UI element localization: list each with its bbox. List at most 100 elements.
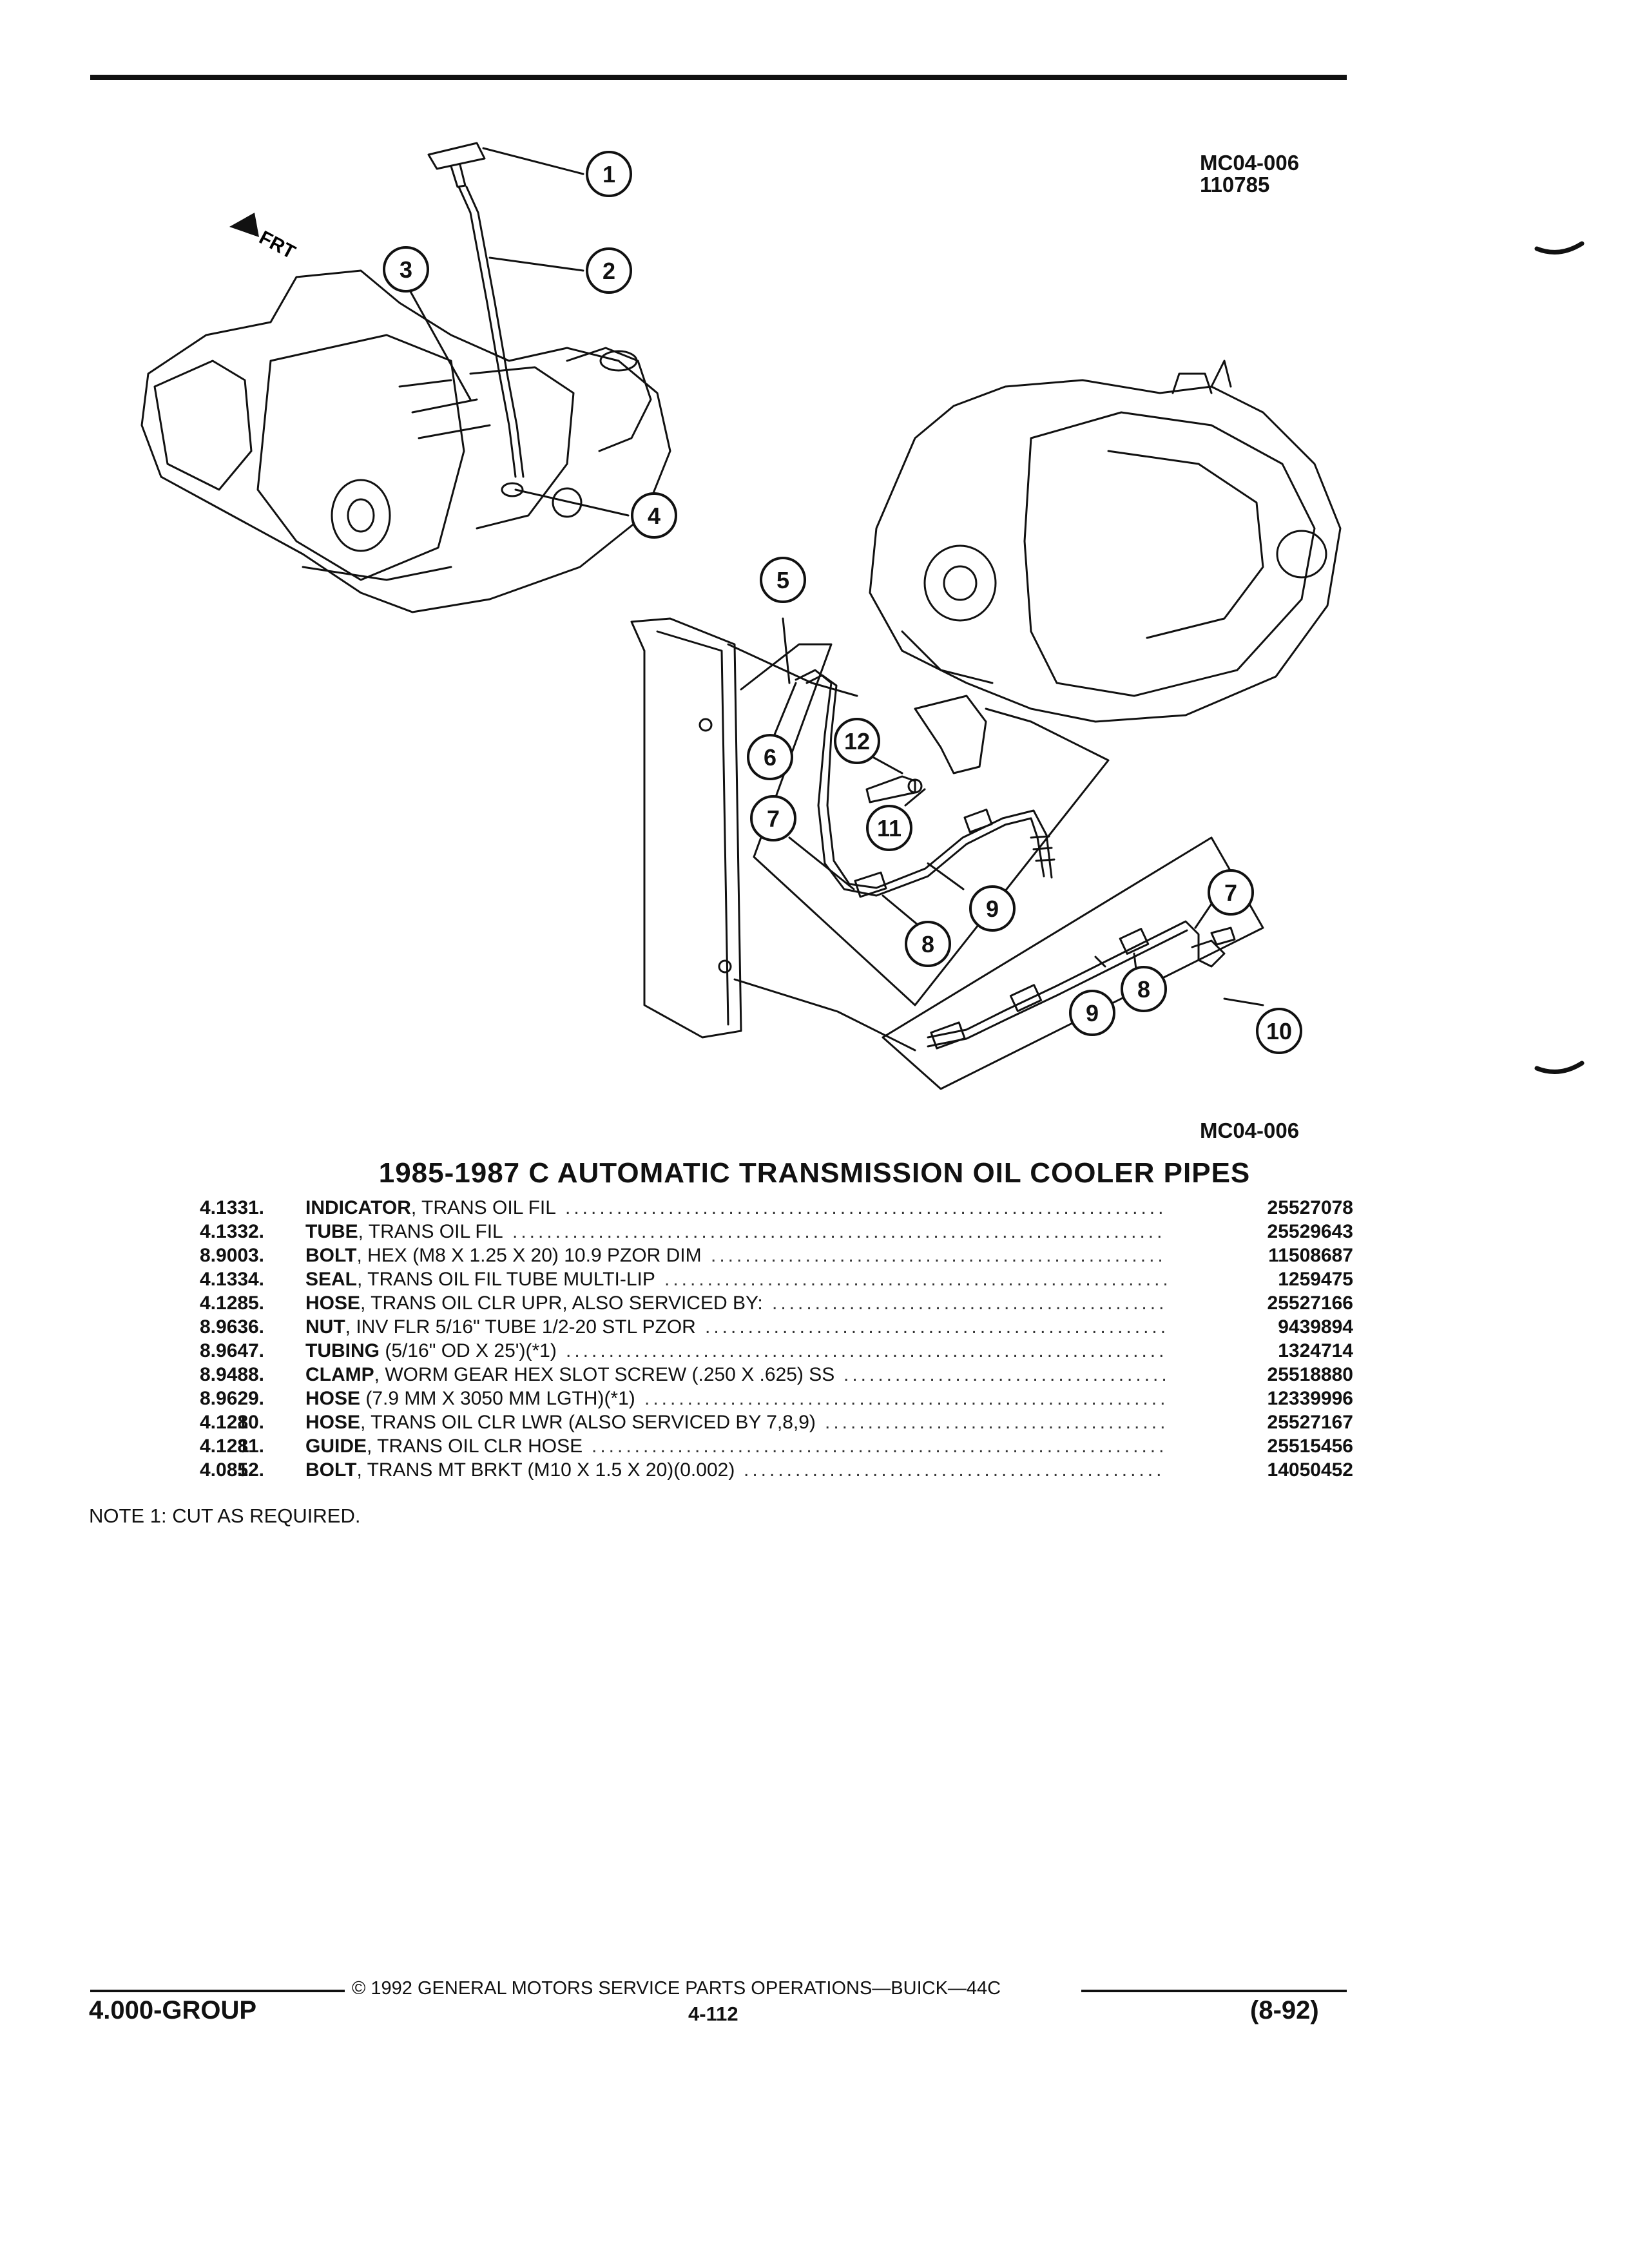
lower-cooler-hose-group (882, 836, 1264, 1090)
group-number: 4.128 (200, 1436, 249, 1457)
part-number: 25515456 (1267, 1436, 1353, 1457)
part-description: CLAMP, WORM GEAR HEX SLOT SCREW (.250 X … (305, 1363, 834, 1387)
part-name: BOLT (305, 1245, 357, 1266)
footer-rule-right (1081, 1990, 1347, 1992)
callout-9-lower: 9 (1069, 990, 1115, 1036)
figure-id-block: MC04-006 110785 (1200, 152, 1299, 196)
figure-id-bottom: MC04-006 (1200, 1119, 1300, 1142)
part-number: 1324714 (1278, 1340, 1353, 1361)
part-description: TUBING (5/16" OD X 25')(*1) (305, 1339, 557, 1363)
part-name: INDICATOR (305, 1197, 411, 1218)
part-detail: , TRANS MT BRKT (M10 X 1.5 X 20)(0.002) (356, 1459, 735, 1481)
upper-cooler-hose-group (740, 643, 1110, 1006)
svg-text:8: 8 (1137, 976, 1150, 1003)
svg-text:3: 3 (400, 256, 412, 283)
group-number: 8.900 (200, 1245, 249, 1266)
part-description: INDICATOR, TRANS OIL FIL (305, 1196, 556, 1220)
part-description: BOLT, HEX (M8 X 1.25 X 20) 10.9 PZOR DIM (305, 1244, 702, 1267)
top-rule (90, 75, 1347, 80)
callout-11: 11 (866, 805, 912, 851)
callout-2: 2 (586, 247, 632, 294)
part-detail: , TRANS OIL FIL (410, 1197, 556, 1218)
part-name: HOSE (305, 1293, 361, 1314)
svg-text:5: 5 (776, 567, 789, 593)
footer-date: (8-92) (1250, 1996, 1319, 2024)
svg-text:9: 9 (1086, 1000, 1099, 1026)
group-number: 4.133 (200, 1269, 249, 1290)
part-description: NUT, INV FLR 5/16" TUBE 1/2-20 STL PZOR (305, 1315, 696, 1339)
part-detail: , INV FLR 5/16" TUBE 1/2-20 STL PZOR (345, 1316, 696, 1338)
parts-list: 1. 4.133 INDICATOR, TRANS OIL FIL.........… (97, 1196, 1353, 1482)
footer-group: 4.000-GROUP (89, 1996, 257, 2024)
callout-12: 12 (834, 718, 880, 764)
footer-rule-left (90, 1990, 345, 1992)
svg-text:12: 12 (844, 728, 870, 754)
item-number: 8. (247, 1364, 264, 1385)
group-number: 8.948 (200, 1364, 249, 1385)
svg-text:7: 7 (1224, 879, 1237, 906)
binding-margin-marks (1534, 241, 1585, 1074)
part-name: TUBE (305, 1221, 358, 1242)
item-number: 9. (247, 1388, 264, 1409)
callout-5: 5 (760, 557, 806, 603)
part-detail: , WORM GEAR HEX SLOT SCREW (.250 X .625)… (374, 1364, 835, 1385)
leader-dots: ........................................… (705, 1316, 1166, 1338)
parts-list-row: 8.8.948 CLAMP, WORM GEAR HEX SLOT SCREW (… (97, 1363, 1353, 1387)
group-number: 8.963 (200, 1316, 249, 1338)
part-name: CLAMP (305, 1364, 374, 1385)
parts-list-row: 11.4.128 GUIDE, TRANS OIL CLR HOSE.......… (97, 1434, 1353, 1458)
callout-6: 6 (747, 734, 793, 780)
page-title: 1985-1987 C AUTOMATIC TRANSMISSION OIL C… (378, 1157, 1251, 1189)
item-number: 5. (247, 1293, 264, 1314)
figure-code: 110785 (1200, 173, 1270, 197)
svg-text:8: 8 (921, 931, 934, 957)
item-number: 6. (247, 1316, 264, 1338)
leader-dots: ........................................… (512, 1221, 1166, 1242)
group-number: 8.964 (200, 1340, 249, 1361)
svg-text:1: 1 (602, 161, 615, 187)
part-number: 25527078 (1267, 1197, 1353, 1218)
leader-dots: ........................................… (711, 1245, 1166, 1266)
leader-dots: ........................................… (772, 1293, 1166, 1314)
part-description: SEAL, TRANS OIL FIL TUBE MULTI-LIP (305, 1267, 655, 1291)
dipstick-indicator (427, 142, 525, 497)
svg-text:4: 4 (648, 503, 660, 529)
parts-list-row: 6.8.963 NUT, INV FLR 5/16" TUBE 1/2-20 ST… (97, 1315, 1353, 1339)
group-number: 4.128 (200, 1412, 249, 1433)
transmission-assembly-left (140, 269, 671, 613)
part-name: BOLT (305, 1459, 357, 1481)
item-number: 11. (238, 1436, 264, 1457)
item-number: 2. (247, 1221, 264, 1242)
svg-text:6: 6 (764, 744, 776, 771)
leader-dots: ........................................… (592, 1436, 1166, 1457)
part-number: 25527167 (1267, 1412, 1353, 1433)
part-detail: , TRANS OIL FIL TUBE MULTI-LIP (357, 1269, 655, 1290)
part-description: BOLT, TRANS MT BRKT (M10 X 1.5 X 20)(0.0… (305, 1458, 735, 1482)
group-number: 4.085 (200, 1459, 249, 1481)
part-name: SEAL (305, 1269, 358, 1290)
item-number: 10. (237, 1412, 264, 1433)
callout-8-lower: 8 (1121, 966, 1167, 1012)
leader-dots: ........................................… (744, 1459, 1166, 1481)
item-number: 4. (247, 1269, 264, 1290)
svg-text:11: 11 (877, 815, 901, 841)
svg-text:10: 10 (1266, 1018, 1292, 1044)
part-description: GUIDE, TRANS OIL CLR HOSE (305, 1434, 583, 1458)
footer-copyright: © 1992 GENERAL MOTORS SERVICE PARTS OPER… (352, 1978, 1001, 1999)
part-detail: , TRANS OIL CLR LWR (ALSO SERVICED BY 7,… (360, 1412, 816, 1433)
callout-8-upper: 8 (905, 921, 951, 967)
svg-text:2: 2 (602, 258, 615, 284)
exploded-parts-diagram: FRT 1 2 3 4 5 6 7 8 9 10 11 12 7 8 9 (140, 142, 1585, 1090)
radiator-oil-cooler (630, 617, 916, 1052)
callout-3: 3 (383, 246, 429, 293)
transmission-assembly-right (869, 360, 1342, 723)
group-number: 4.128 (200, 1293, 249, 1314)
callout-1: 1 (586, 151, 632, 197)
item-number: 1. (247, 1197, 264, 1218)
group-number: 8.962 (200, 1388, 249, 1409)
